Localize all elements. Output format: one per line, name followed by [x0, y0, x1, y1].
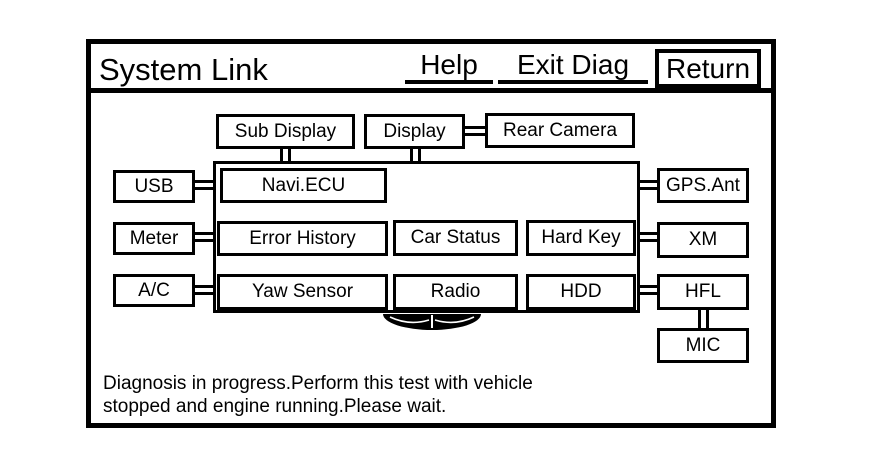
emblem-shape	[383, 314, 481, 330]
status-message-line-1: Diagnosis in progress.Perform this test …	[103, 373, 533, 394]
connector-hub-xm	[640, 232, 657, 242]
connector-hub-gps-ant	[640, 180, 657, 190]
node-radio[interactable]: Radio	[393, 274, 518, 310]
connector-display-rear-camera	[465, 126, 485, 136]
connector-display-hub	[410, 148, 421, 162]
node-error-history[interactable]: Error History	[217, 221, 388, 256]
node-hard-key[interactable]: Hard Key	[526, 220, 636, 256]
node-hfl[interactable]: HFL	[657, 274, 749, 310]
node-sub-display[interactable]: Sub Display	[216, 114, 355, 149]
node-usb[interactable]: USB	[113, 170, 195, 203]
header-divider	[91, 88, 771, 93]
connector-usb-hub	[195, 180, 213, 190]
return-button[interactable]: Return	[655, 49, 761, 88]
connector-ac-hub	[195, 285, 213, 295]
help-link[interactable]: Help	[405, 50, 493, 84]
exit-diag-link[interactable]: Exit Diag	[498, 50, 648, 84]
node-gps-ant[interactable]: GPS.Ant	[657, 168, 749, 203]
connector-meter-hub	[195, 232, 213, 242]
node-rear-camera[interactable]: Rear Camera	[485, 113, 635, 148]
status-message: Diagnosis in progress.Perform this test …	[103, 372, 533, 418]
node-meter[interactable]: Meter	[113, 222, 195, 255]
node-ac[interactable]: A/C	[113, 274, 195, 307]
node-display[interactable]: Display	[364, 114, 465, 149]
node-mic[interactable]: MIC	[657, 328, 749, 363]
page-title: System Link	[99, 52, 268, 87]
node-navi-ecu[interactable]: Navi.ECU	[220, 168, 387, 203]
connector-hfl-mic	[698, 310, 709, 328]
node-hdd[interactable]: HDD	[526, 274, 636, 310]
connector-sub-display-hub	[280, 148, 291, 162]
node-yaw-sensor[interactable]: Yaw Sensor	[217, 274, 388, 310]
node-car-status[interactable]: Car Status	[393, 220, 518, 256]
node-xm[interactable]: XM	[657, 222, 749, 258]
connector-hub-hfl	[640, 285, 657, 295]
status-message-line-2: stopped and engine running.Please wait.	[103, 396, 447, 417]
